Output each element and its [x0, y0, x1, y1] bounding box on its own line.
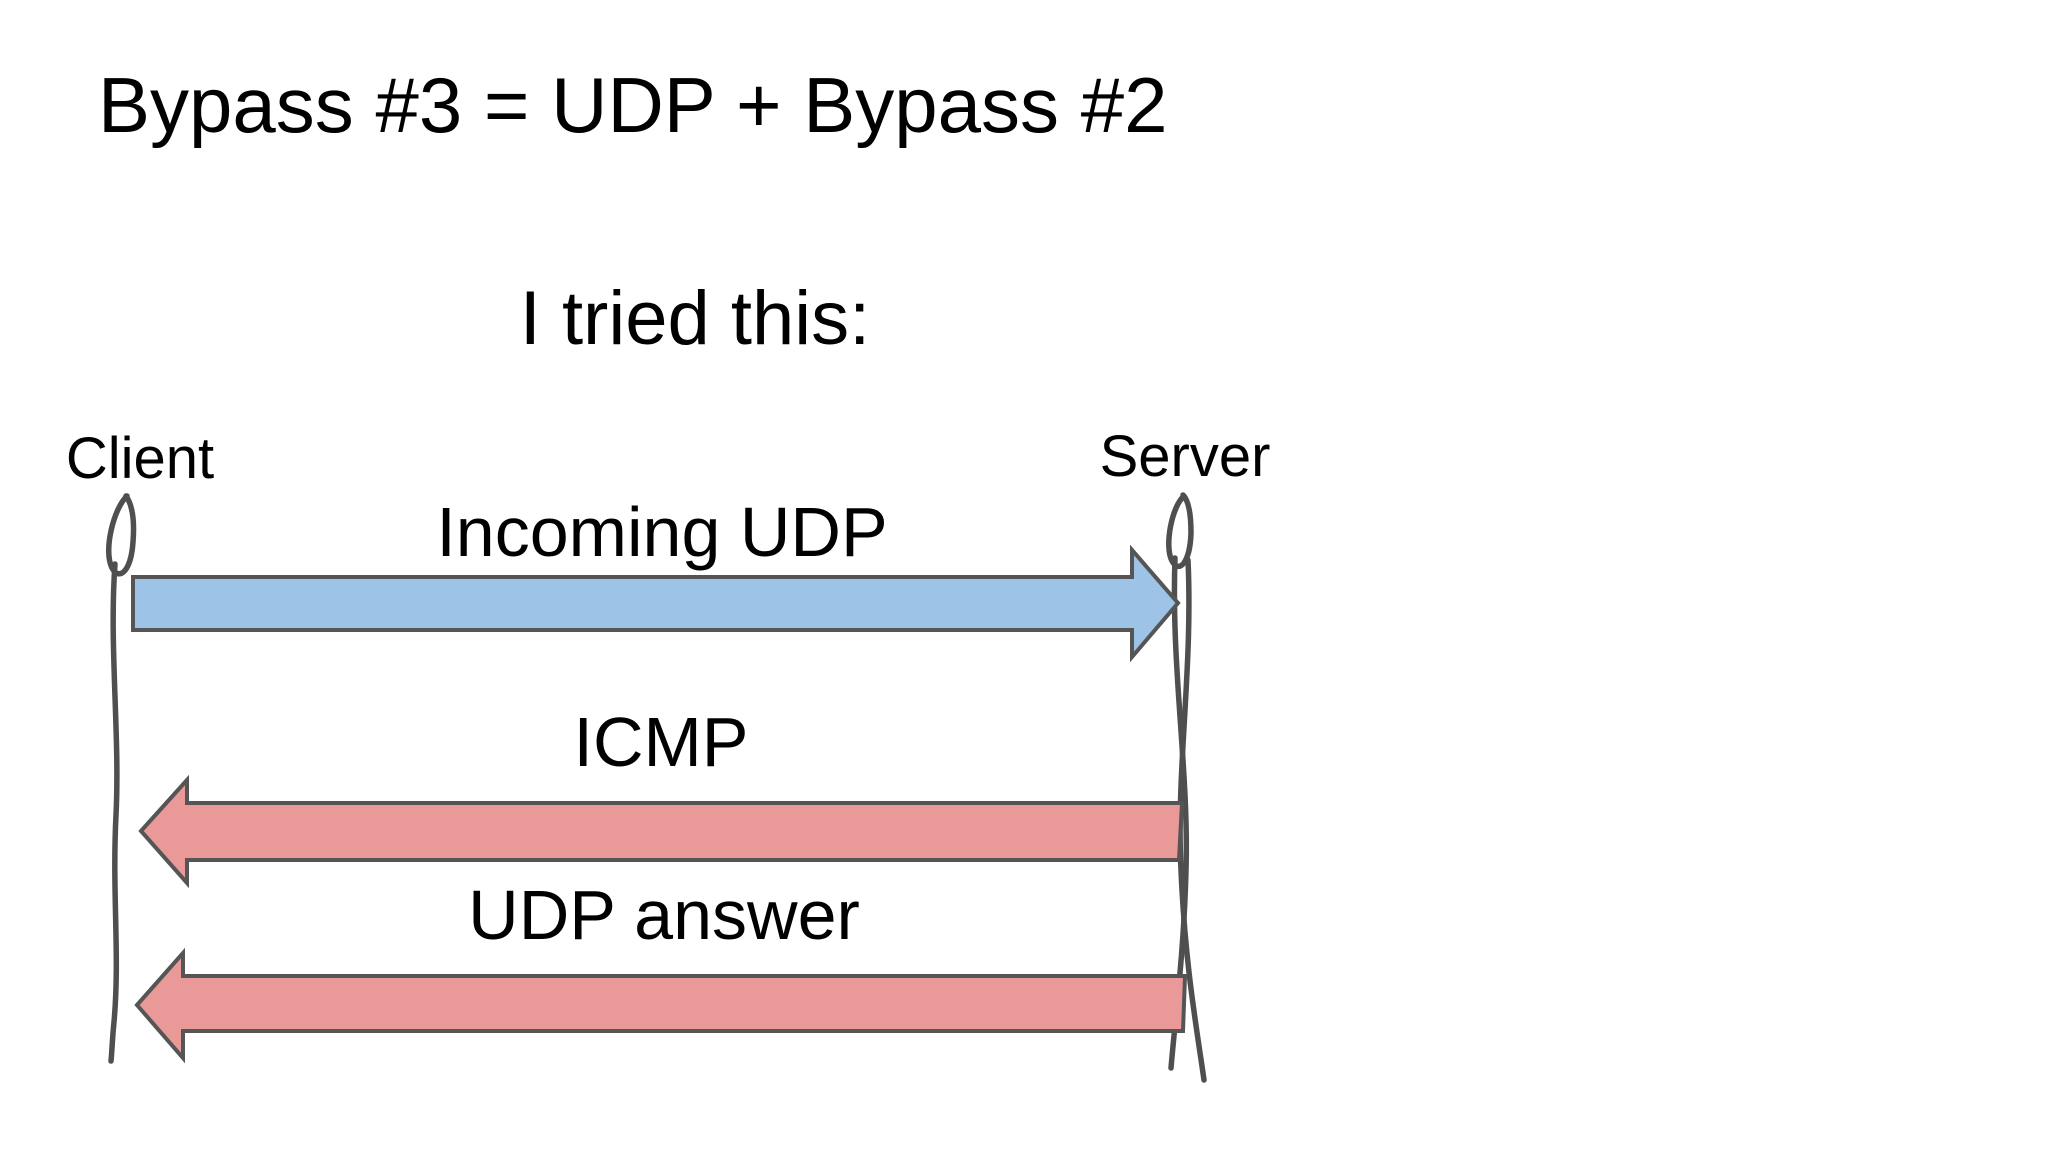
actor-label-client: Client	[65, 426, 215, 491]
slide-title: Bypass #3 = UDP + Bypass #2	[98, 61, 1168, 149]
message-label-icmp: ICMP	[573, 703, 749, 781]
client-lifeline-loop	[106, 493, 137, 577]
slide-subtitle: I tried this:	[519, 276, 871, 361]
message-label-udp-answer: UDP answer	[468, 876, 860, 954]
actor-label-server: Server	[1099, 424, 1271, 489]
incoming-udp-arrow	[131, 544, 1181, 663]
message-label-incoming-udp: Incoming UDP	[436, 493, 888, 571]
client-lifeline-stroke	[108, 561, 120, 1064]
server-lifeline-loop	[1166, 492, 1194, 570]
udp-answer-arrow	[134, 947, 1188, 1064]
icmp-arrow	[138, 774, 1185, 889]
